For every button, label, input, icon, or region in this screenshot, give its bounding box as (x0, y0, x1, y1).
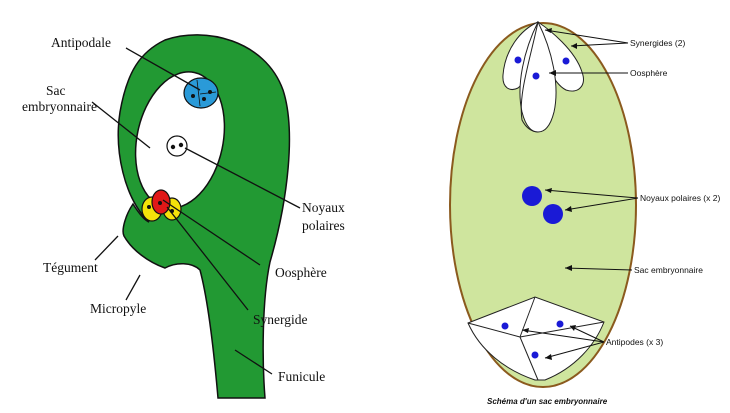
label-sac-line1: Sac (46, 83, 66, 98)
label-noyaux-line1: Noyaux (302, 200, 345, 215)
label-noyaux-polaires: Noyaux polaires (x 2) (640, 193, 720, 203)
polar-nuclei (167, 136, 187, 156)
schema-caption: Schéma d'un sac embryonnaire (487, 397, 608, 406)
label-sac-embryonnaire: Sac embryonnaire (634, 265, 703, 275)
antipodal-cells (184, 78, 218, 108)
embryo-sac-schema: Synergides (2) Oosphère Noyaux polaires … (450, 22, 720, 406)
label-antipodes: Antipodes (x 3) (606, 337, 663, 347)
ovule-diagram: Antipodale Sac embryonnaire Noyaux polai… (22, 35, 345, 398)
label-tegument: Tégument (43, 260, 98, 275)
polar-nucleus-1 (522, 186, 542, 206)
polar-nucleus-2 (543, 204, 563, 224)
label-antipodale: Antipodale (51, 35, 111, 50)
label-synergide: Synergide (253, 312, 308, 327)
label-synergides: Synergides (2) (630, 38, 685, 48)
label-oosphere-right: Oosphère (630, 68, 668, 78)
label-sac-line2: embryonnaire (22, 99, 97, 114)
label-funicule: Funicule (278, 369, 325, 384)
label-noyaux-line2: polaires (302, 218, 345, 233)
label-oosphere-left: Oosphère (275, 265, 327, 280)
label-micropyle: Micropyle (90, 301, 146, 316)
